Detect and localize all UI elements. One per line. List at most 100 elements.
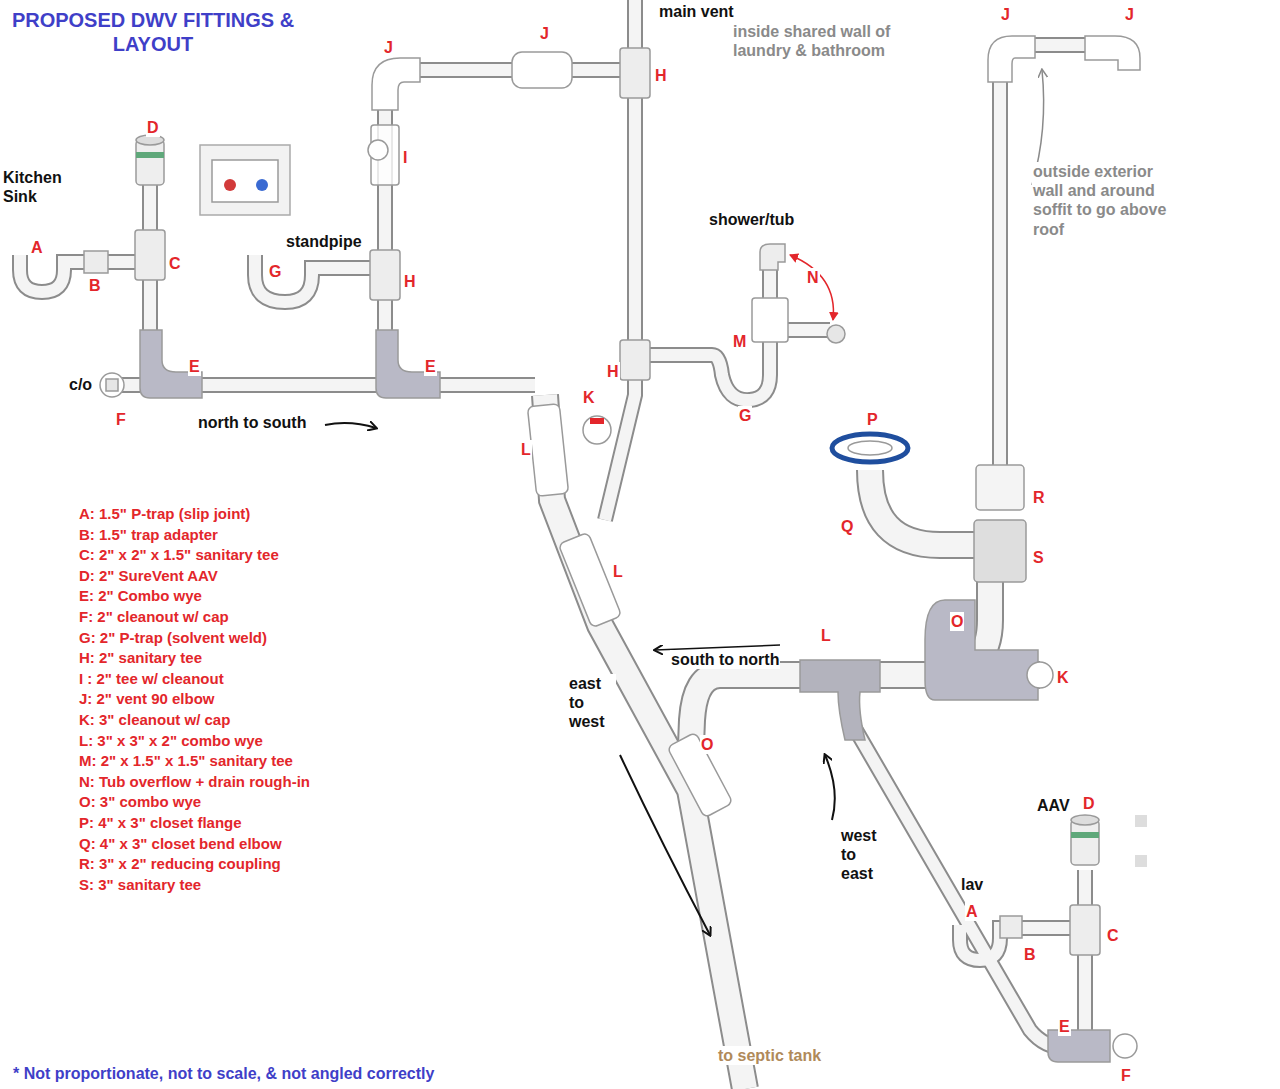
fitting-circle <box>368 140 388 160</box>
diagram-title: PROPOSED DWV FITTINGS & LAYOUT <box>2 8 304 56</box>
fitting-rect <box>667 732 733 818</box>
part-letter: G <box>738 406 752 425</box>
note-text: AAV <box>1036 796 1071 815</box>
part-letter: H <box>403 272 417 291</box>
fitting-circle <box>1113 1034 1137 1058</box>
fitting-path <box>1085 36 1140 70</box>
part-letter: B <box>88 276 102 295</box>
fitting-path <box>620 755 710 935</box>
fitting-ellipse <box>1071 815 1099 825</box>
key-entry: Q: 4" x 3" closet bend elbow <box>78 835 283 853</box>
fitting-rect <box>620 48 650 98</box>
fitting-path <box>825 755 835 820</box>
key-entry: C: 2" x 2" x 1.5" sanitary tee <box>78 546 280 564</box>
fitting-rect <box>590 418 604 424</box>
fitting-rect <box>370 250 400 300</box>
footnote: * Not proportionate, not to scale, & not… <box>12 1064 435 1083</box>
fitting-path <box>376 330 440 398</box>
fitting-rect <box>106 379 118 391</box>
part-letter: L <box>612 562 624 581</box>
part-letter: A <box>30 238 44 257</box>
fitting-circle <box>583 416 611 444</box>
part-letter: K <box>582 388 596 407</box>
fitting-rect <box>1000 916 1022 938</box>
key-entry: S: 3" sanitary tee <box>78 876 202 894</box>
key-entry: F: 2" cleanout w/ cap <box>78 608 230 626</box>
part-letter: D <box>1082 794 1096 813</box>
fitting-rect <box>200 145 290 215</box>
key-entry: L: 3" x 3" x 2" combo wye <box>78 732 264 750</box>
key-entry: N: Tub overflow + drain rough-in <box>78 773 311 791</box>
note-text: standpipe <box>285 232 363 251</box>
key-entry: I : 2" tee w/ cleanout <box>78 670 225 688</box>
part-letter: Q <box>840 517 854 536</box>
fitting-rect <box>1135 815 1147 827</box>
fitting-path <box>140 330 202 398</box>
part-letter: S <box>1032 548 1045 567</box>
key-entry: E: 2" Combo wye <box>78 587 203 605</box>
fitting-rect <box>212 160 278 202</box>
part-letter: B <box>1023 945 1037 964</box>
part-letter: H <box>606 362 620 381</box>
part-letter: E <box>188 357 201 376</box>
part-letter: J <box>539 24 550 43</box>
part-letter: E <box>1058 1017 1071 1036</box>
fitting-path <box>325 423 376 428</box>
note-text: east to west <box>568 674 616 732</box>
fitting-circle <box>256 179 268 191</box>
part-letter: K <box>1056 668 1070 687</box>
fitting-rect <box>512 52 572 88</box>
part-letter: M <box>732 332 747 351</box>
part-letter: O <box>700 735 714 754</box>
fitting-rect <box>1071 832 1099 838</box>
drain-pipe <box>545 395 1040 1089</box>
part-letter: J <box>1124 5 1135 24</box>
fitting-ellipse <box>848 441 892 455</box>
key-entry: K: 3" cleanout w/ cap <box>78 711 231 729</box>
fitting-path <box>372 58 420 110</box>
fitting-rect <box>752 298 788 342</box>
flow-arrows <box>325 70 1044 935</box>
fitting-rect <box>1135 855 1147 867</box>
key-entry: O: 3" combo wye <box>78 793 202 811</box>
fitting-circle <box>827 325 845 343</box>
part-letter: E <box>424 357 437 376</box>
key-entry: R: 3" x 2" reducing coupling <box>78 855 282 873</box>
fitting-rect <box>84 251 108 273</box>
routing-note: outside exterior wall and around soffit … <box>1032 162 1184 239</box>
note-text: west to east <box>840 826 888 884</box>
key-entry: P: 4" x 3" closet flange <box>78 814 243 832</box>
part-letter: N <box>806 268 820 287</box>
fitting-path <box>760 244 785 270</box>
key-entry: M: 2" x 1.5" x 1.5" sanitary tee <box>78 752 294 770</box>
key-entry: H: 2" sanitary tee <box>78 649 203 667</box>
note-text: main vent <box>658 2 735 21</box>
note-text: lav <box>960 875 984 894</box>
fitting-circle <box>100 373 124 397</box>
routing-note: inside shared wall of laundry & bathroom <box>732 22 914 60</box>
fitting-path <box>925 600 1038 700</box>
pipe-runs <box>20 0 1125 1089</box>
key-entry: A: 1.5" P-trap (slip joint) <box>78 505 251 523</box>
branch-pipe <box>20 0 1125 1048</box>
fitting-path <box>988 36 1035 82</box>
part-letter: A <box>965 902 979 921</box>
fitting-rect <box>974 520 1026 582</box>
destination-note: to septic tank <box>717 1046 822 1065</box>
fitting-rect <box>976 465 1024 510</box>
branch-pipe-outline <box>20 0 1125 1048</box>
part-letter: J <box>383 38 394 57</box>
fitting-rect <box>620 340 650 380</box>
fitting-rect <box>136 152 164 158</box>
fitting-rect <box>136 140 164 185</box>
fitting-rect <box>135 230 165 280</box>
part-letter: L <box>820 626 832 645</box>
part-letter: L <box>520 440 532 459</box>
part-letter: J <box>1000 5 1011 24</box>
fitting-rect <box>527 404 568 497</box>
fitting-circle <box>224 179 236 191</box>
part-letter: F <box>1120 1066 1132 1085</box>
drain-pipe-outline <box>545 395 1040 1089</box>
